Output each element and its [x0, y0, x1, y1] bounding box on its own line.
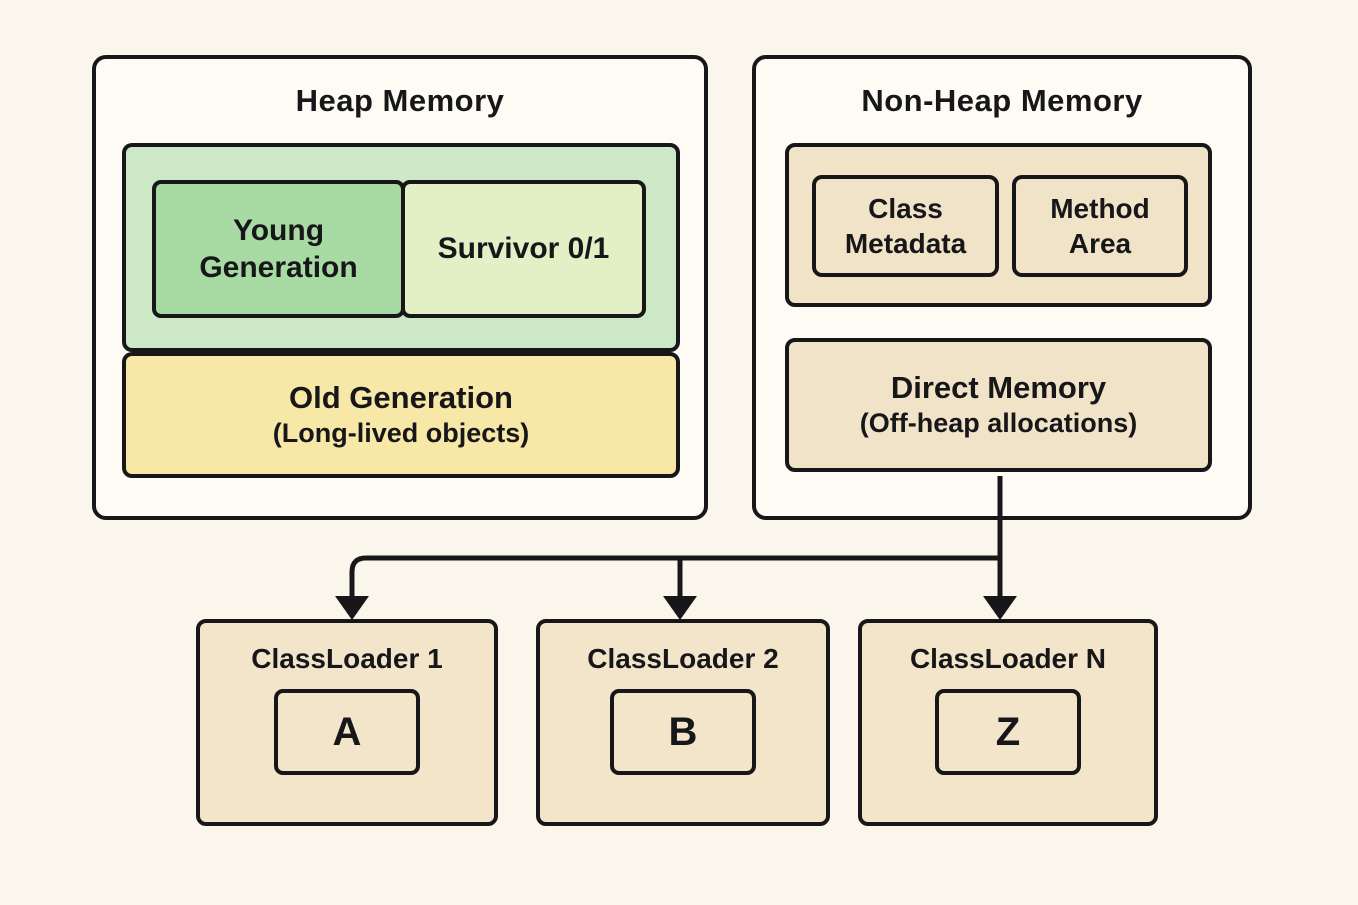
- classloader-n-class-box: Z: [935, 689, 1081, 775]
- arrow-line-rail-to-classloader-1: [349, 555, 1000, 600]
- young-generation-container: Young Generation Survivor 0/1: [122, 143, 680, 352]
- metadata-container: Class Metadata Method Area: [785, 143, 1212, 307]
- heap-memory-panel: Heap Memory Young Generation Survivor 0/…: [92, 55, 708, 520]
- classloader-2-label: ClassLoader 2: [587, 643, 779, 674]
- class-metadata-label: Class Metadata: [844, 193, 967, 259]
- old-generation-subtitle: (Long-lived objects): [272, 418, 530, 449]
- method-area-label: Method Area: [1050, 193, 1150, 259]
- classloader-1-box: ClassLoader 1 A: [196, 619, 498, 826]
- class-metadata-box: Class Metadata: [812, 175, 999, 277]
- old-generation-title: Old Generation: [289, 379, 513, 415]
- classloader-n-label: ClassLoader N: [909, 643, 1107, 674]
- classloader-1-class-letter: A: [332, 709, 362, 754]
- survivor-box: Survivor 0/1: [401, 180, 646, 318]
- classloader-1-label: ClassLoader 1: [251, 643, 443, 674]
- non-heap-memory-panel: Non-Heap Memory Class Metadata Method Ar…: [752, 55, 1252, 520]
- non-heap-memory-title: Non-Heap Memory: [861, 83, 1143, 118]
- classloader-1-class-box: A: [274, 689, 420, 775]
- old-generation-box: Old Generation (Long-lived objects): [122, 352, 680, 478]
- direct-memory-box: Direct Memory (Off-heap allocations): [785, 338, 1212, 472]
- classloader-n-class-letter: Z: [995, 709, 1021, 754]
- young-generation-box: Young Generation: [152, 180, 405, 318]
- classloader-2-class-letter: B: [668, 709, 698, 754]
- method-area-box: Method Area: [1012, 175, 1188, 277]
- young-generation-label: Young Generation: [199, 213, 358, 285]
- heap-memory-title: Heap Memory: [295, 83, 505, 118]
- survivor-label: Survivor 0/1: [437, 232, 610, 266]
- arrowhead-classloader-2-icon: [663, 596, 697, 620]
- classloader-2-class-box: B: [610, 689, 756, 775]
- direct-memory-title: Direct Memory: [890, 369, 1107, 405]
- classloader-n-box: ClassLoader N Z: [858, 619, 1158, 826]
- classloader-2-box: ClassLoader 2 B: [536, 619, 830, 826]
- direct-memory-subtitle: (Off-heap allocations): [859, 408, 1138, 439]
- arrowhead-classloader-n-icon: [983, 596, 1017, 620]
- arrowhead-classloader-1-icon: [335, 596, 369, 620]
